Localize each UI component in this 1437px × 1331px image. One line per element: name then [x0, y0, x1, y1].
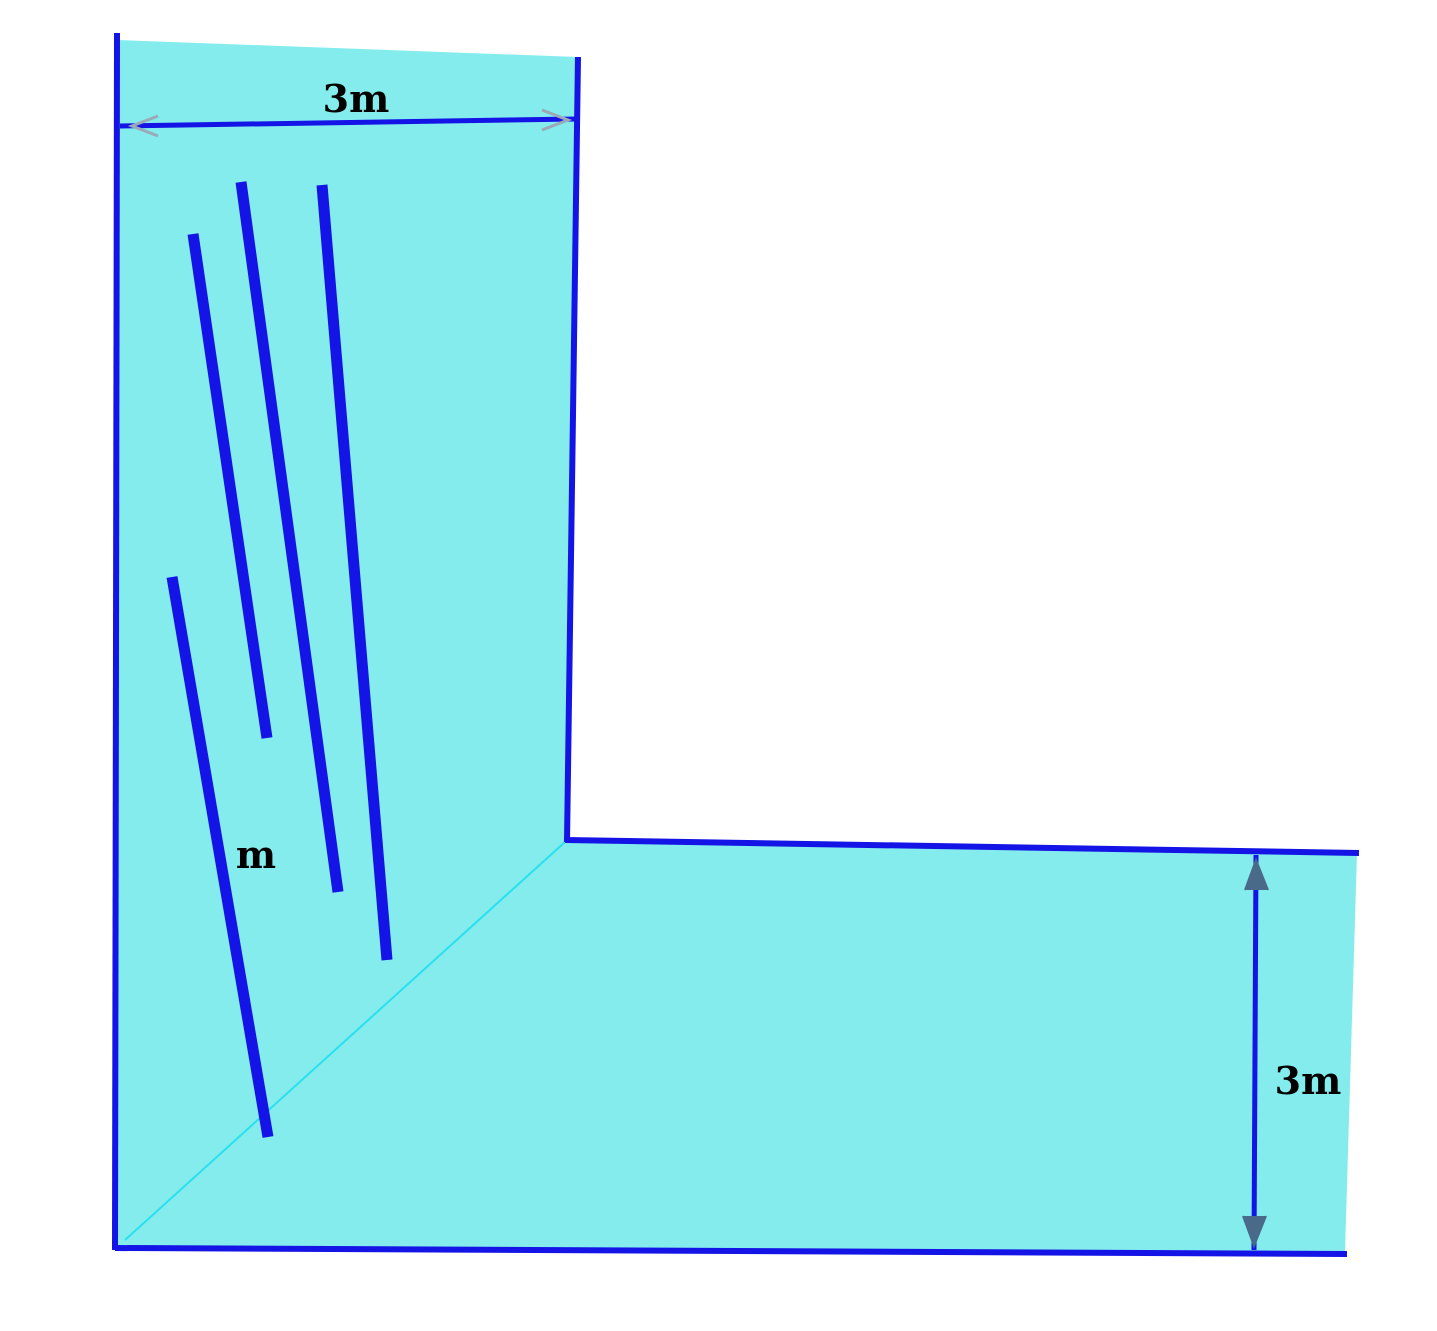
- l-shape-fill: [115, 40, 1357, 1252]
- left-edge: [112, 32, 120, 1251]
- slanted-stroke-1: [187, 233, 273, 739]
- top-dimension-left-arrow: [127, 114, 159, 138]
- right-dimension-label: 3m: [1275, 1058, 1342, 1103]
- right-dimension-top-arrow: [1244, 857, 1269, 891]
- bottom-edge: [114, 1245, 1348, 1257]
- inner-horizontal-edge: [564, 837, 1360, 856]
- slanted-stroke-3: [316, 184, 393, 961]
- top-dimension-right-arrow: [541, 108, 573, 132]
- slanted-stroke-4: [166, 576, 274, 1138]
- stroke-label: m: [236, 832, 276, 877]
- slanted-stroke-2: [235, 181, 344, 893]
- corner-diagonal-line: [124, 841, 566, 1241]
- right-dimension-line: [1251, 854, 1259, 1251]
- right-dimension-bottom-arrow: [1242, 1215, 1267, 1249]
- top-right-edge: [564, 56, 581, 843]
- top-dimension-line: [119, 116, 578, 129]
- top-dimension-label: 3m: [323, 76, 390, 121]
